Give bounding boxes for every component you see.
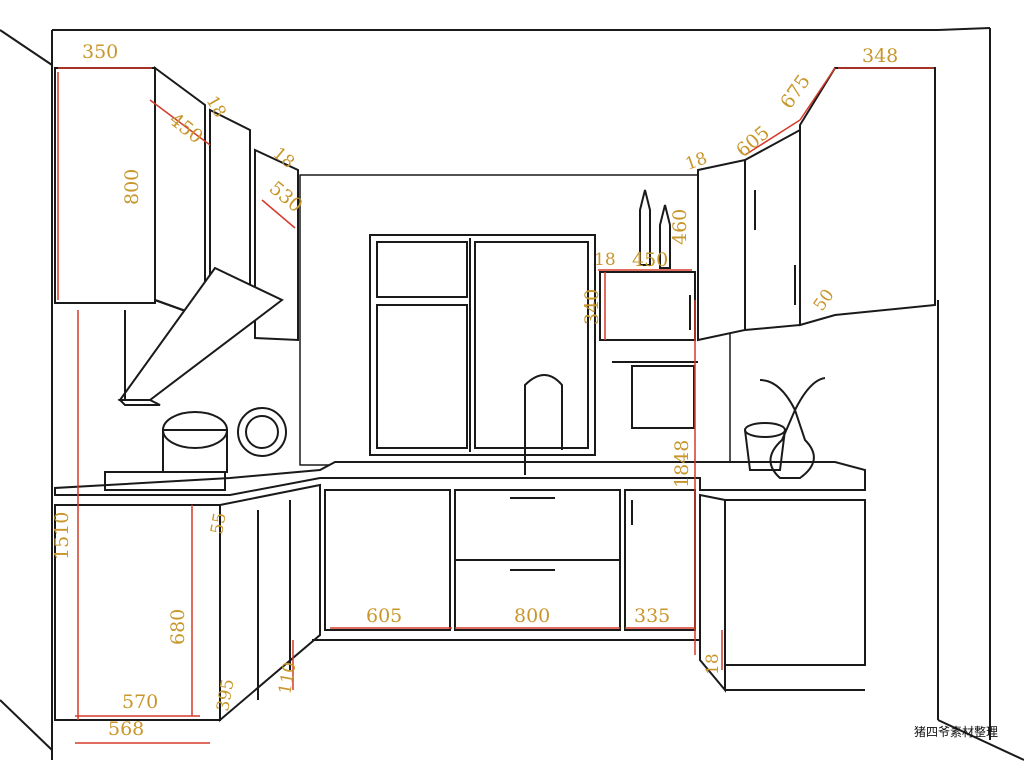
- upper-left-cabinet-door: [154, 66, 206, 320]
- countertop: [54, 461, 866, 496]
- cooktop: [104, 471, 226, 491]
- dim-left-55: 55: [207, 511, 230, 536]
- floor-left-edge: [0, 699, 53, 751]
- right-ceiling-edge: [937, 27, 991, 31]
- right-base-cabinet: [724, 499, 866, 666]
- dim-panel-18-e: 18: [703, 653, 723, 675]
- counter-and-base: [54, 461, 866, 723]
- vase-icon: [769, 407, 815, 479]
- bottle-icon: [639, 189, 651, 266]
- dim-upper-left-height: 800: [121, 169, 143, 205]
- dim-left-568: 568: [108, 718, 144, 740]
- dim-open-shelf-height: 340: [581, 289, 603, 325]
- dimension-lines: [57, 67, 934, 744]
- dish-rack-icon: [237, 407, 287, 457]
- dim-base-800: 800: [514, 605, 550, 627]
- dim-right-1848: 1848: [671, 440, 693, 488]
- base-cabinet-605: [324, 489, 451, 631]
- dim-base-605: 605: [366, 605, 402, 627]
- faucet-icon: [524, 374, 563, 475]
- plant-icon: [759, 377, 826, 411]
- towel: [631, 365, 695, 429]
- dim-upper-right-460: 460: [669, 209, 691, 245]
- left-base-cabinet: [54, 504, 221, 721]
- base-cabinet-335: [624, 489, 696, 631]
- upper-cabinets-right: [599, 67, 936, 342]
- upper-right-cabinet-1: [697, 158, 746, 342]
- open-shelf: [599, 271, 696, 341]
- floor-right-edge: [937, 719, 1024, 761]
- upper-left-cabinet-end: [54, 67, 156, 304]
- upper-right-cabinet-end: [799, 67, 936, 327]
- upper-right-cabinet-2: [744, 128, 801, 332]
- window: [369, 234, 596, 456]
- left-return-doors: [219, 483, 321, 723]
- dim-left-570: 570: [122, 691, 158, 713]
- dim-upper-right-depth: 348: [862, 45, 898, 67]
- dim-panel-18-c: 18: [594, 250, 616, 270]
- dim-upper-left-depth: 350: [82, 41, 118, 63]
- drawer-upper: [454, 489, 621, 561]
- range-hood: [117, 266, 284, 406]
- drawer-lower: [454, 559, 621, 631]
- basket-icon: [744, 422, 786, 438]
- dim-base-335: 335: [634, 605, 670, 627]
- bottle-icon-2: [659, 204, 671, 269]
- dim-left-counter-height: 1510: [51, 512, 73, 560]
- watermark: 猪四爷素材整理: [913, 725, 998, 739]
- appliances-and-props: [104, 189, 826, 491]
- ceiling-left-edge: [0, 29, 53, 66]
- dim-toe-kick-110: 110: [275, 660, 300, 695]
- dim-left-base-height: 680: [167, 609, 189, 645]
- dim-open-shelf-width: 450: [632, 249, 668, 271]
